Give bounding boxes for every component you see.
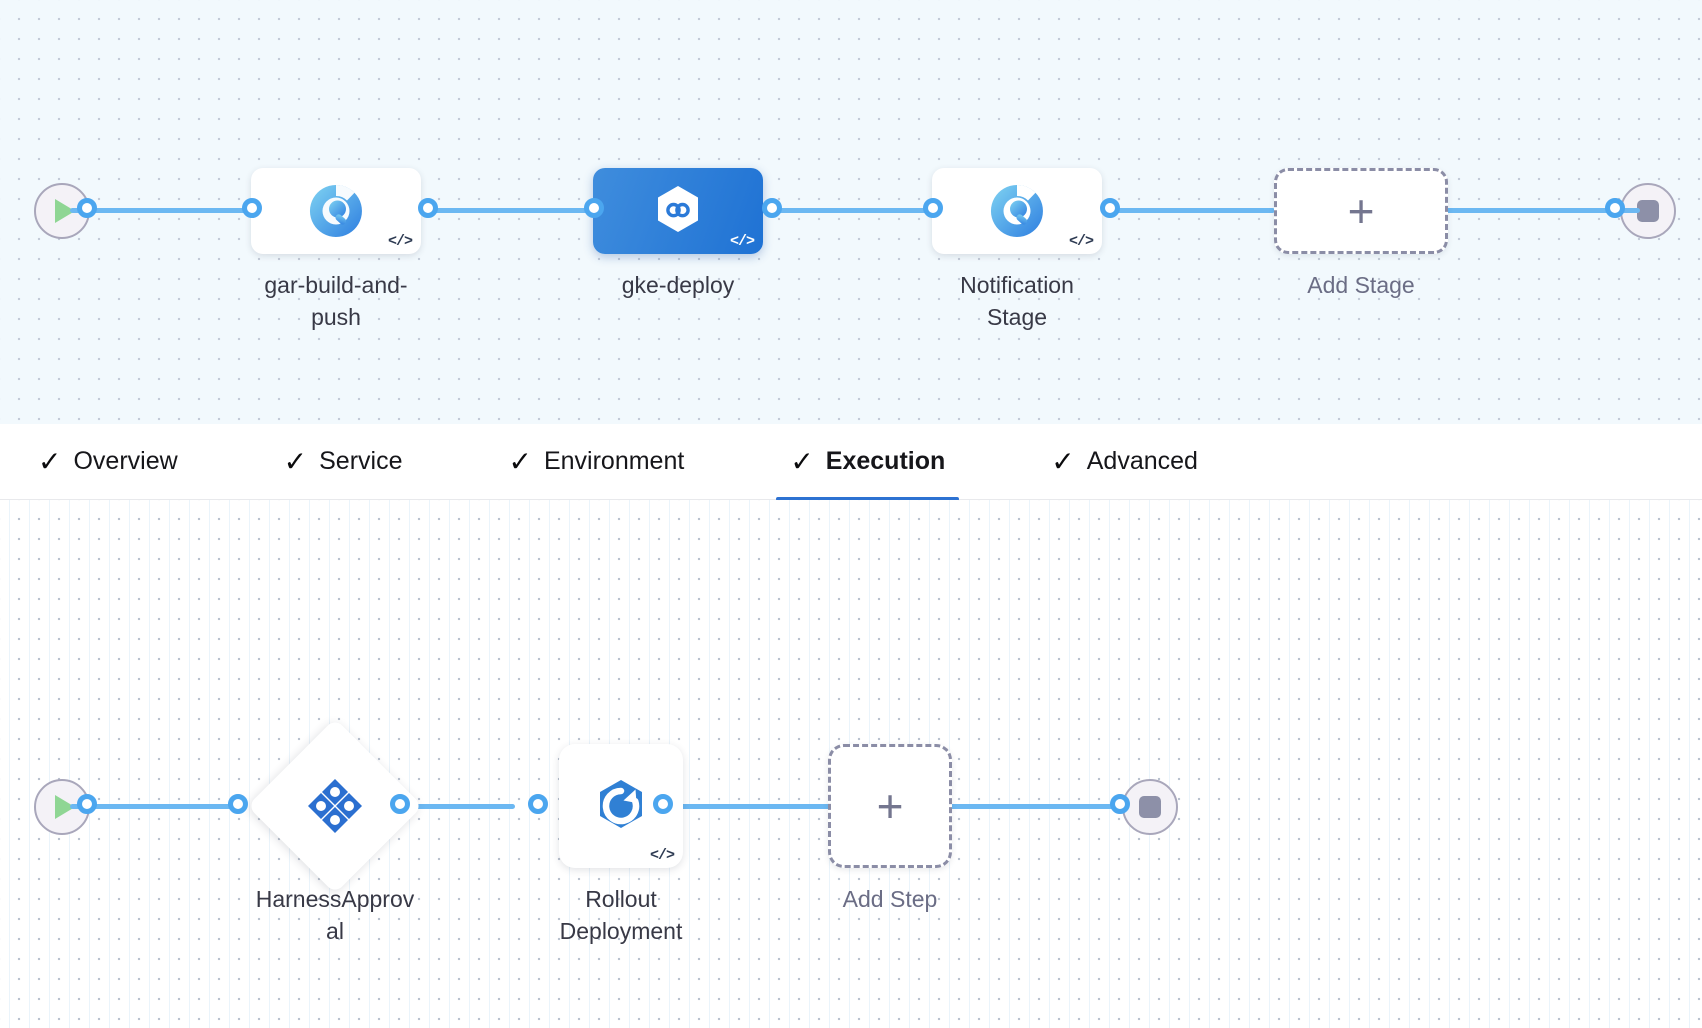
add-stage-button[interactable]: + <box>1274 168 1448 254</box>
step-node-harness-approval[interactable]: HarnessApproval <box>250 744 420 947</box>
connector-ring-stage2-out[interactable] <box>762 198 782 218</box>
check-icon: ✓ <box>790 445 814 477</box>
link-addstep-to-execend <box>950 804 1120 809</box>
add-step-button[interactable]: + <box>828 744 952 868</box>
link-rollout-to-addstep <box>655 804 835 809</box>
step-label: HarnessApproval <box>255 886 415 944</box>
tab-overview[interactable]: ✓ Overview <box>24 424 192 500</box>
connector-ring-start-out[interactable] <box>77 198 97 218</box>
check-icon: ✓ <box>38 445 62 477</box>
connector-ring-approval-out[interactable] <box>390 794 410 814</box>
link-execstart-to-approval <box>70 804 240 809</box>
tab-label: Overview <box>73 447 178 475</box>
tab-label: Environment <box>543 447 685 475</box>
tab-advanced[interactable]: ✓ Advanced <box>1037 424 1212 500</box>
connector-ring-rollout-out[interactable] <box>653 794 673 814</box>
stage-node-notification-stage[interactable]: </> Notification Stage <box>932 168 1102 333</box>
harness-ci-build-icon <box>309 185 362 237</box>
execution-end-node[interactable] <box>1122 779 1178 835</box>
link-stage1-to-stage2 <box>410 208 610 213</box>
play-icon <box>55 795 75 819</box>
yaml-code-badge[interactable]: </> <box>729 233 755 250</box>
check-icon: ✓ <box>1051 445 1075 477</box>
connector-ring-stage2-in[interactable] <box>584 198 604 218</box>
harness-ci-build-icon <box>990 185 1043 237</box>
link-stage2-to-stage3 <box>760 208 960 213</box>
stop-icon <box>1139 796 1161 818</box>
connector-ring-stage3-in[interactable] <box>923 198 943 218</box>
stop-icon <box>1637 200 1659 222</box>
tab-execution[interactable]: ✓ Execution <box>776 424 960 501</box>
connector-ring-stage1-in[interactable] <box>242 198 262 218</box>
check-icon: ✓ <box>508 445 532 477</box>
stage-label: gke-deploy <box>621 272 735 298</box>
stage-card[interactable]: </> <box>251 168 421 254</box>
stage-card[interactable]: </> <box>932 168 1102 254</box>
connector-ring-end-in[interactable] <box>1605 198 1625 218</box>
plus-icon: + <box>876 779 904 832</box>
add-stage-label: Add Stage <box>1307 272 1415 298</box>
step-label: Rollout Deployment <box>559 886 683 944</box>
link-start-to-stage1 <box>70 208 270 213</box>
execution-step-canvas[interactable]: HarnessApproval </> Rollout Deployment +… <box>0 500 1702 1028</box>
step-card-diamond[interactable] <box>273 744 397 868</box>
rollout-deployment-icon <box>600 780 642 828</box>
stage-label: gar-build-and-push <box>264 272 408 330</box>
connector-ring-stage1-out[interactable] <box>418 198 438 218</box>
stage-node-gke-deploy[interactable]: </> gke-deploy <box>593 168 763 302</box>
tab-environment[interactable]: ✓ Environment <box>495 424 699 500</box>
add-step-label: Add Step <box>842 886 938 912</box>
tab-service[interactable]: ✓ Service <box>270 424 417 500</box>
link-approval-to-rollout <box>380 804 515 809</box>
harness-approval-icon <box>308 779 362 833</box>
add-stage-node[interactable]: + Add Stage <box>1274 168 1448 302</box>
tab-label: Service <box>319 447 403 475</box>
check-icon: ✓ <box>283 445 308 477</box>
yaml-code-badge[interactable]: </> <box>387 233 413 250</box>
tab-label: Advanced <box>1086 447 1198 475</box>
connector-ring-stage3-out[interactable] <box>1100 198 1120 218</box>
connector-ring-execstart-out[interactable] <box>77 794 97 814</box>
add-step-node[interactable]: + Add Step <box>828 744 952 916</box>
connector-ring-execend-in[interactable] <box>1110 794 1130 814</box>
stage-card[interactable]: </> <box>593 168 763 254</box>
tab-label: Execution <box>825 447 946 475</box>
stage-node-gar-build-and-push[interactable]: </> gar-build-and-push <box>251 168 421 333</box>
connector-ring-rollout-in[interactable] <box>528 794 548 814</box>
yaml-code-badge[interactable]: </> <box>1068 233 1094 250</box>
stage-label: Notification Stage <box>960 272 1074 330</box>
connector-ring-approval-in[interactable] <box>228 794 248 814</box>
harness-cd-deploy-icon <box>658 186 698 232</box>
link-stage3-to-addstage <box>1095 208 1275 213</box>
plus-icon: + <box>1347 184 1375 237</box>
yaml-code-badge[interactable]: </> <box>649 847 675 864</box>
stage-config-tab-bar[interactable]: ✓ Overview ✓ Service ✓ Environment ✓ Exe… <box>0 424 1702 501</box>
step-node-rollout-deployment[interactable]: </> Rollout Deployment <box>536 744 706 947</box>
pipeline-stage-canvas[interactable]: </> gar-build-and-push </> gke-deploy <box>0 0 1702 424</box>
link-addstage-to-end <box>1440 208 1640 213</box>
play-icon <box>55 199 75 223</box>
